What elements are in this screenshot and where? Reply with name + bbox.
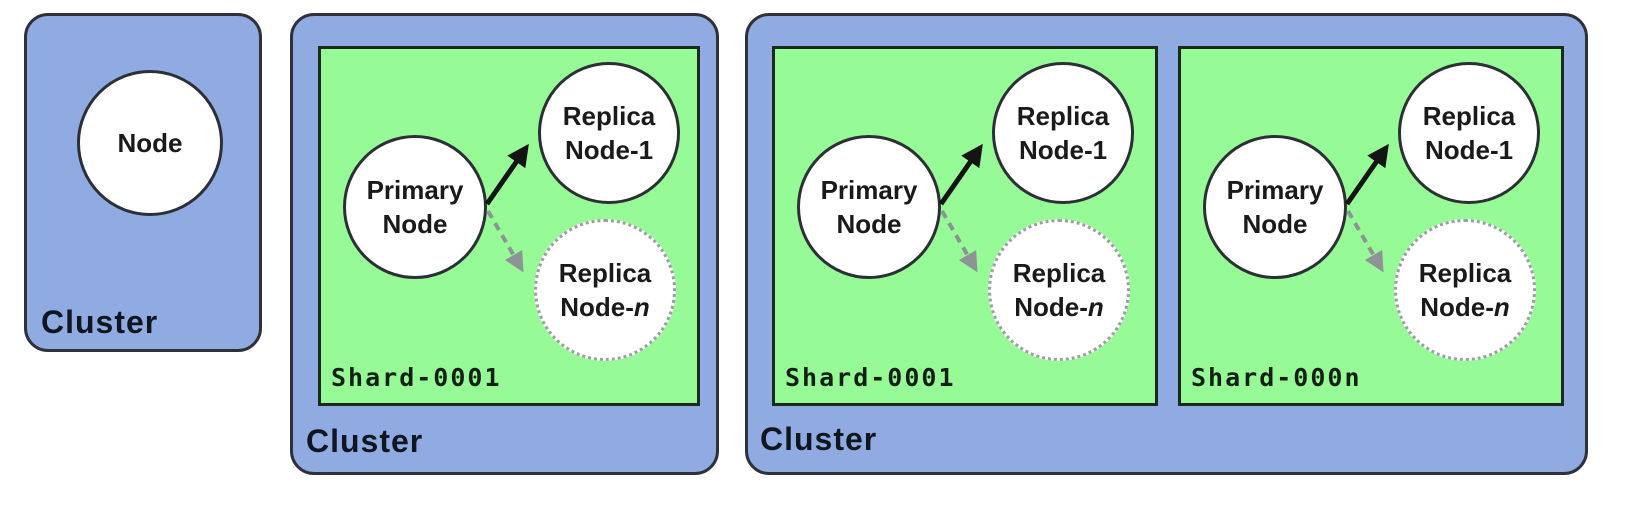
replica-node-n-label: Replica Node-n: [1012, 258, 1106, 322]
shard-box: Primary Node Replica Node-1 Replica Node…: [772, 46, 1158, 406]
replica-node-n-label: Replica Node-n: [558, 258, 652, 322]
replica-node-1-circle: Replica Node-1: [992, 62, 1134, 204]
shard-label: Shard-000n: [1191, 363, 1362, 392]
replica-node-1-label: Replica Node-1: [1422, 101, 1516, 165]
primary-node-label: Primary Node: [820, 175, 918, 239]
replica-node-1-circle: Replica Node-1: [1398, 62, 1540, 204]
cluster-box-single-node: Node Cluster: [24, 13, 262, 352]
replica-node-n-circle: Replica Node-n: [534, 219, 676, 361]
shard-label: Shard-0001: [331, 363, 502, 392]
primary-node-circle: Primary Node: [343, 135, 487, 279]
replica-node-1-label: Replica Node-1: [1016, 101, 1110, 165]
primary-node-label: Primary Node: [366, 175, 464, 239]
node-label: Node: [117, 128, 183, 158]
shard-label: Shard-0001: [785, 363, 956, 392]
shard-box: Primary Node Replica Node-1 Replica Node…: [318, 46, 700, 406]
cluster-box-one-shard: Primary Node Replica Node-1 Replica Node…: [290, 13, 719, 475]
replica-node-n-circle: Replica Node-n: [988, 219, 1130, 361]
cluster-label: Cluster: [760, 421, 878, 457]
shard-box: Primary Node Replica Node-1 Replica Node…: [1178, 46, 1564, 406]
cluster-label: Cluster: [41, 304, 159, 340]
replica-node-n-circle: Replica Node-n: [1394, 219, 1536, 361]
primary-node-circle: Primary Node: [1203, 135, 1347, 279]
cluster-box-two-shards: Primary Node Replica Node-1 Replica Node…: [745, 13, 1588, 475]
node-circle: Node: [77, 70, 223, 216]
replica-node-1-label: Replica Node-1: [562, 101, 656, 165]
primary-node-label: Primary Node: [1226, 175, 1324, 239]
replica-node-n-label: Replica Node-n: [1418, 258, 1512, 322]
primary-node-circle: Primary Node: [797, 135, 941, 279]
replica-node-1-circle: Replica Node-1: [538, 62, 680, 204]
cluster-label: Cluster: [306, 423, 424, 459]
